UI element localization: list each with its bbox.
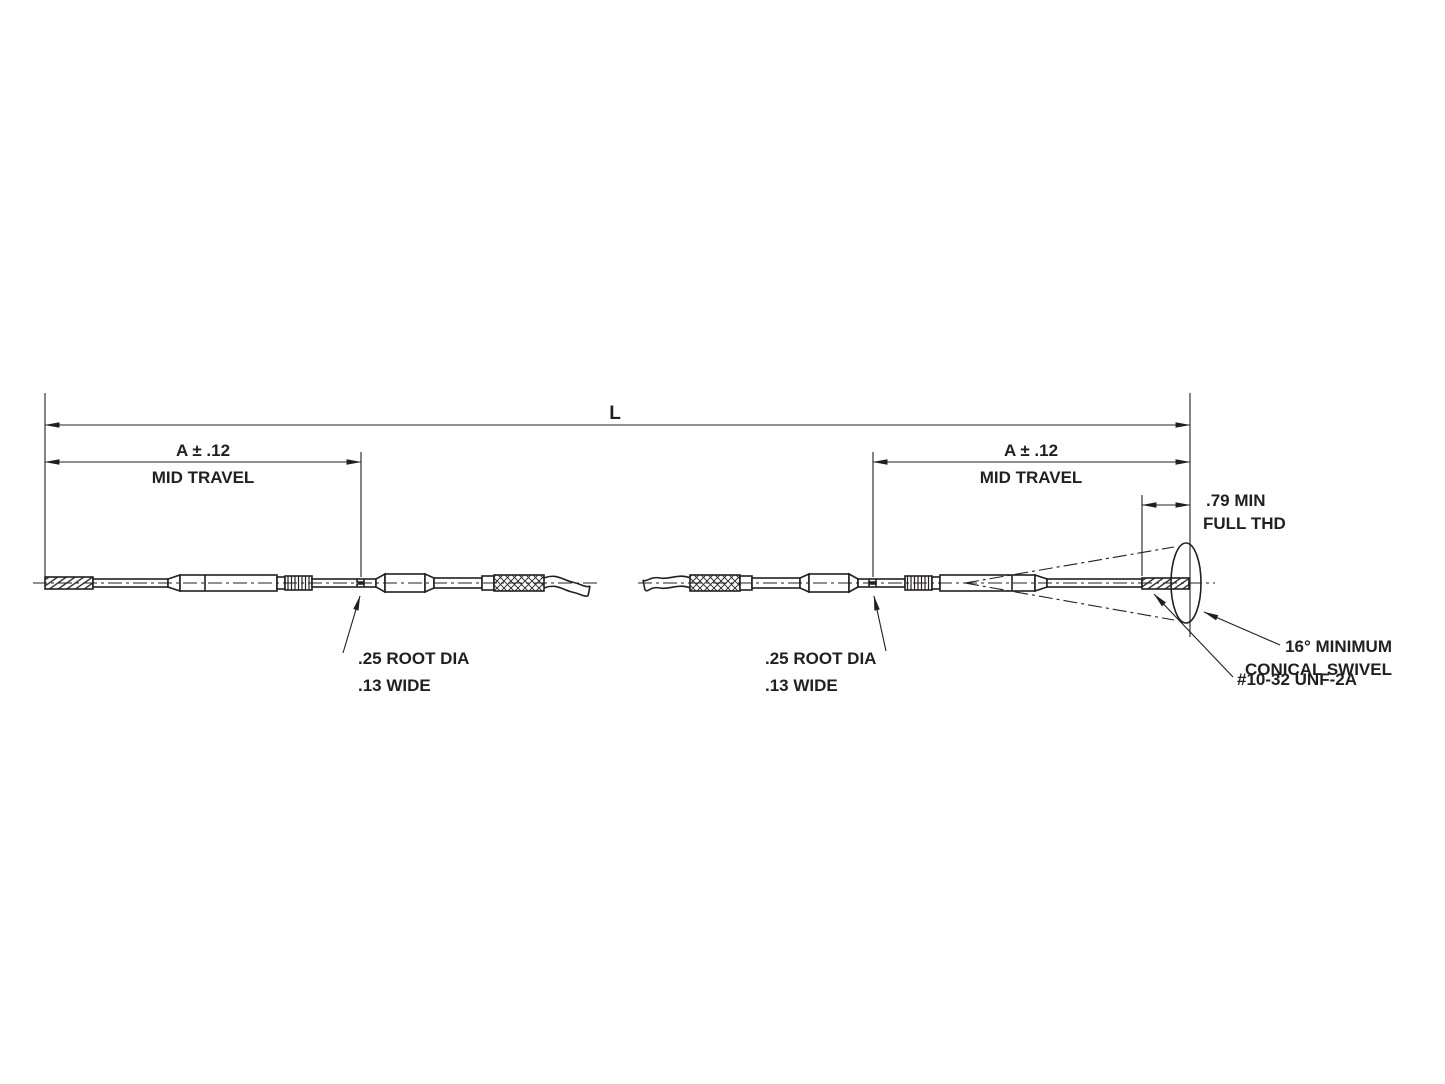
swivel-line2: CONICAL SWIVEL [1245, 660, 1392, 679]
left-groove-line1: .25 ROOT DIA [358, 649, 469, 668]
thread-spec-label: #10-32 UNF-2A [1237, 670, 1357, 689]
left-groove [356, 579, 365, 587]
right-groove [868, 579, 877, 587]
full-thread-dimension: .79 MIN FULL THD [1141, 491, 1286, 533]
right-cable-assembly [638, 542, 1215, 624]
right-groove-callout: .25 ROOT DIA .13 WIDE [765, 595, 887, 695]
right-mid-travel-dimension: A ± .12 MID TRAVEL [872, 441, 1191, 487]
right-groove-line2: .13 WIDE [765, 676, 838, 695]
overall-length-label: L [609, 403, 621, 424]
right-mid-travel-caption: MID TRAVEL [980, 468, 1083, 487]
thread-spec-callout: #10-32 UNF-2A [1153, 593, 1357, 689]
right-mid-travel-value: A ± .12 [1004, 441, 1058, 460]
right-groove-line1: .25 ROOT DIA [765, 649, 876, 668]
extension-lines [44, 393, 1191, 637]
full-thread-caption: FULL THD [1203, 514, 1286, 533]
conical-swivel-envelope [964, 546, 1175, 621]
right-cable-tail [642, 575, 692, 592]
full-thread-value: .79 MIN [1206, 491, 1266, 510]
left-cable-tail [543, 575, 591, 597]
left-groove-callout: .25 ROOT DIA .13 WIDE [342, 595, 469, 695]
left-rod [92, 578, 169, 588]
swivel-line1: 16° MINIMUM [1285, 637, 1392, 656]
left-cable-assembly [33, 572, 600, 597]
left-mid-travel-caption: MID TRAVEL [152, 468, 255, 487]
left-mid-travel-value: A ± .12 [176, 441, 230, 460]
overall-length-dimension: L [44, 403, 1191, 428]
left-groove-line2: .13 WIDE [358, 676, 431, 695]
conical-swivel-callout: 16° MINIMUM CONICAL SWIVEL [1203, 611, 1392, 679]
left-mid-travel-dimension: A ± .12 MID TRAVEL [44, 441, 362, 487]
